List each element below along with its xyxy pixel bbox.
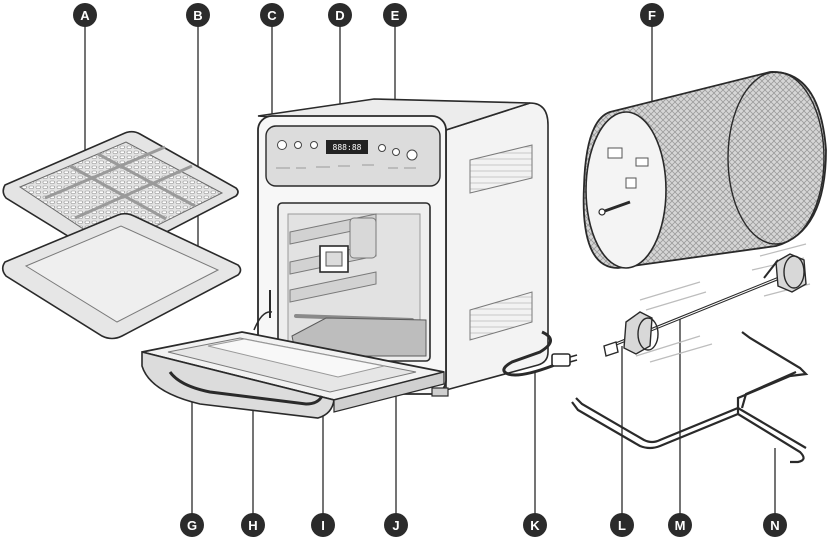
- rotisserie-spit: [603, 243, 811, 363]
- start-button-icon: [406, 149, 418, 161]
- svg-text:L: L: [618, 518, 626, 533]
- rotate-button-icon: [310, 141, 318, 149]
- power-button-icon: [277, 140, 287, 150]
- power-cord: [502, 330, 561, 377]
- label-i: I: [311, 513, 335, 537]
- leader-lines: [84, 16, 776, 524]
- svg-text:F: F: [648, 8, 656, 23]
- display-readout: 888:88: [333, 143, 362, 152]
- spit-fork-right: [775, 253, 807, 293]
- svg-text:A: A: [80, 8, 90, 23]
- label-markers: A B C D E F G H I J K L M N: [73, 3, 787, 537]
- label-m: M: [668, 513, 692, 537]
- label-f: F: [640, 3, 664, 27]
- svg-text:D: D: [335, 8, 344, 23]
- svg-text:N: N: [770, 518, 779, 533]
- svg-text:G: G: [187, 518, 197, 533]
- label-b: B: [186, 3, 210, 27]
- side-vent-lower: [469, 291, 533, 341]
- crisper-tray: [2, 130, 239, 260]
- label-a: A: [73, 3, 97, 27]
- temp-button-icon: [378, 144, 386, 152]
- light-button-icon: [294, 141, 302, 149]
- svg-text:E: E: [391, 8, 400, 23]
- rotisserie-lift-tool: [571, 331, 809, 464]
- label-n: N: [763, 513, 787, 537]
- svg-text:K: K: [530, 518, 540, 533]
- label-k: K: [523, 513, 547, 537]
- label-l: L: [610, 513, 634, 537]
- label-h: H: [241, 513, 265, 537]
- side-vent-upper: [469, 144, 533, 194]
- thumbscrew: [603, 341, 619, 357]
- rotisserie-basket: [582, 71, 827, 269]
- digital-display: [326, 140, 368, 154]
- label-c: C: [260, 3, 284, 27]
- label-d: D: [328, 3, 352, 27]
- door-handle: [168, 371, 324, 406]
- basket-end-cap: [585, 111, 667, 269]
- air-fryer-oven: 888:88: [253, 98, 578, 397]
- svg-text:H: H: [248, 518, 257, 533]
- svg-text:B: B: [193, 8, 202, 23]
- oven-door: [141, 331, 445, 419]
- label-j: J: [384, 513, 408, 537]
- svg-text:M: M: [675, 518, 686, 533]
- label-g: G: [180, 513, 204, 537]
- power-plug: [551, 353, 571, 367]
- svg-text:I: I: [321, 518, 325, 533]
- drip-pan: [1, 212, 242, 340]
- svg-text:J: J: [392, 518, 399, 533]
- time-button-icon: [392, 148, 400, 156]
- svg-text:C: C: [267, 8, 277, 23]
- control-panel: [265, 125, 441, 187]
- label-e: E: [383, 3, 407, 27]
